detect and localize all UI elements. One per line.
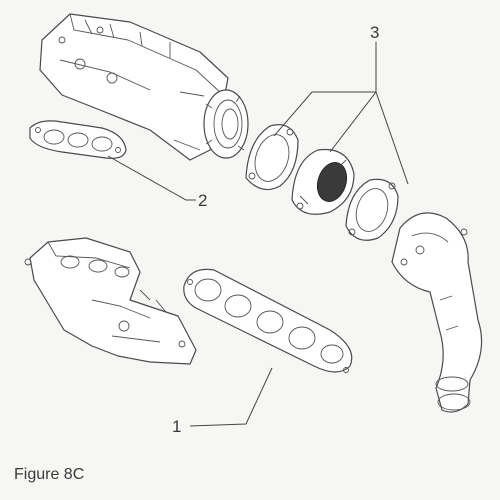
coupling-gasket-left <box>245 124 299 191</box>
leader-lines <box>107 42 409 427</box>
callout-2: 2 <box>198 191 207 210</box>
gasket-set <box>183 268 353 373</box>
exhaust-manifold-lower <box>24 237 197 365</box>
coupling-adapter <box>291 148 355 215</box>
coupling-gasket-right <box>345 178 399 241</box>
callout-1: 1 <box>172 417 181 436</box>
manifold-gasket <box>29 120 127 159</box>
callout-3: 3 <box>370 23 379 42</box>
exhaust-elbow <box>391 212 483 413</box>
exhaust-manifold-upper <box>39 13 249 161</box>
figure-caption: Figure 8C <box>14 466 85 483</box>
